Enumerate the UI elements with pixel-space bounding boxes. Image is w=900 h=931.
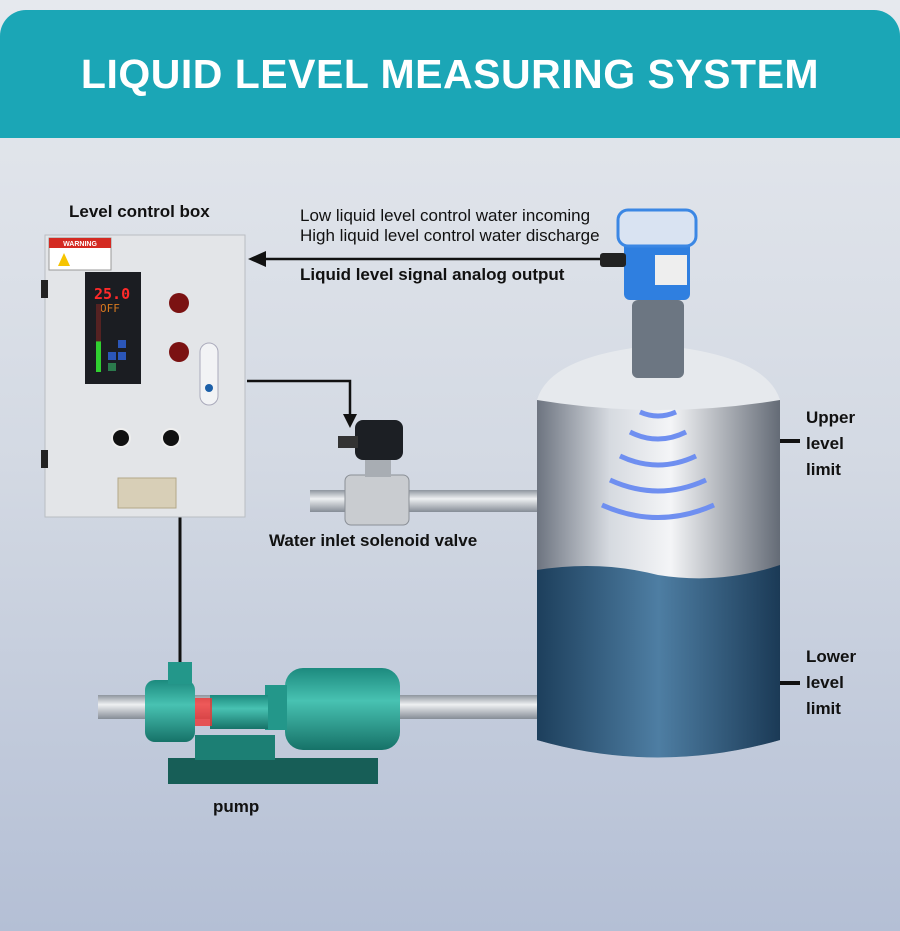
page-title: LIQUID LEVEL MEASURING SYSTEM [80, 50, 820, 97]
water-level [537, 565, 780, 758]
limit-word: limit [806, 699, 841, 718]
level-word: level [806, 673, 844, 692]
low-level-label: Low liquid level control water incoming [300, 206, 591, 225]
arrow-down-icon [343, 414, 357, 428]
level-control-box: WARNING 25.0 OFF [41, 234, 246, 518]
display-status: OFF [100, 302, 120, 315]
water-tank [537, 345, 780, 758]
warning-label-text: WARNING [63, 241, 97, 248]
lower-limit-label: Lower level limit [806, 644, 856, 722]
pump-label: pump [213, 797, 260, 816]
title-banner: LIQUID LEVEL MEASURING SYSTEM [0, 10, 900, 138]
ultrasonic-waves [600, 409, 716, 520]
upper-word: Upper [806, 408, 856, 427]
limit-word: limit [806, 460, 841, 479]
ultrasonic-level-sensor [600, 208, 698, 378]
display-value: 25.0 [94, 285, 130, 303]
pump [145, 662, 400, 784]
lower-word: Lower [806, 647, 857, 666]
arrow-left-icon [248, 251, 266, 267]
warning-icon [58, 253, 70, 266]
upper-limit-label: Upper level limit [806, 405, 855, 483]
signal-label: Liquid level signal analog output [300, 265, 565, 284]
valve-control-line [247, 379, 352, 418]
control-box-label: Level control box [69, 202, 210, 221]
valve-label: Water inlet solenoid valve [269, 531, 478, 550]
level-bargraph [96, 341, 101, 372]
solenoid-valve [338, 420, 410, 526]
high-level-label: High liquid level control water discharg… [300, 226, 600, 245]
level-word: level [806, 434, 844, 453]
